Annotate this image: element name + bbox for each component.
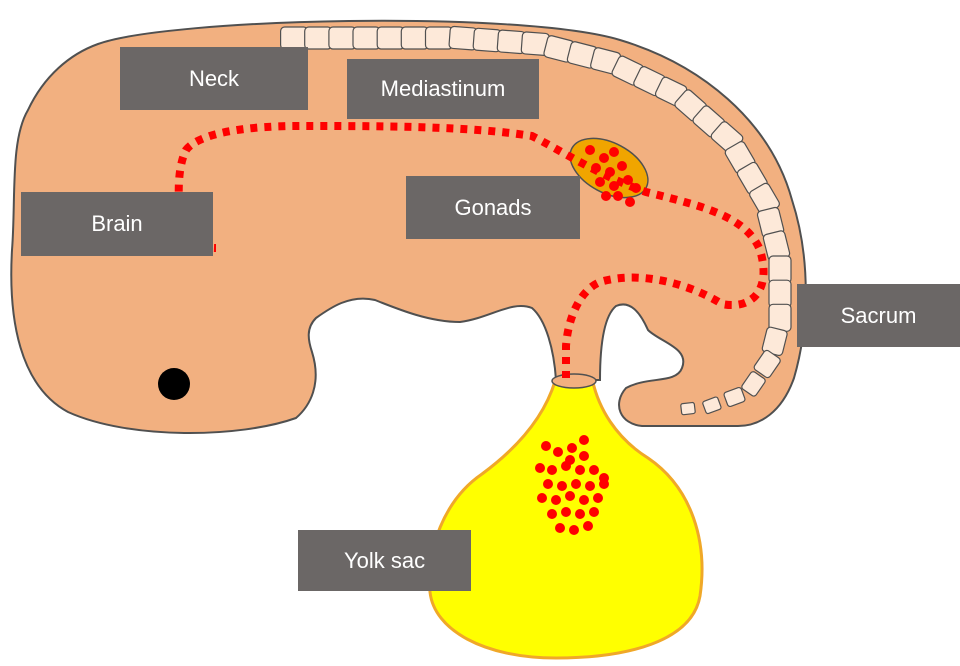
eye — [158, 368, 190, 400]
label-sacrum: Sacrum — [797, 284, 960, 347]
germ-cell — [547, 509, 557, 519]
germ-cell — [561, 507, 571, 517]
germ-cell — [599, 473, 609, 483]
vertebra — [401, 27, 428, 49]
germ-cell — [631, 183, 641, 193]
germ-cell — [551, 495, 561, 505]
germ-cell — [591, 163, 601, 173]
germ-cell — [541, 441, 551, 451]
germ-cell — [569, 525, 579, 535]
vertebra — [681, 402, 696, 415]
germ-cell — [601, 191, 611, 201]
germ-cell — [553, 447, 563, 457]
vertebra — [329, 27, 356, 49]
germ-cell — [537, 493, 547, 503]
germ-cell — [609, 181, 619, 191]
label-yolk-sac: Yolk sac — [298, 530, 471, 591]
germ-cell — [567, 443, 577, 453]
label-neck: Neck — [120, 47, 308, 110]
vertebra — [769, 256, 791, 283]
label-gonads: Gonads — [406, 176, 580, 239]
germ-cell — [599, 153, 609, 163]
vertebra — [281, 27, 308, 49]
germ-cell — [605, 167, 615, 177]
vertebra — [769, 280, 791, 307]
germ-cell — [593, 493, 603, 503]
germ-cell — [595, 177, 605, 187]
vertebra — [377, 27, 404, 49]
vertebra — [426, 27, 453, 49]
germ-cell — [585, 145, 595, 155]
germ-cell — [547, 465, 557, 475]
label-mediastinum: Mediastinum — [347, 59, 539, 119]
germ-cell — [543, 479, 553, 489]
germ-cell — [613, 191, 623, 201]
vertebra — [305, 27, 332, 49]
germ-cell — [625, 197, 635, 207]
germ-cell — [565, 455, 575, 465]
germ-cell — [535, 463, 545, 473]
germ-cell — [575, 465, 585, 475]
germ-cell — [571, 479, 581, 489]
germ-cell — [609, 147, 619, 157]
germ-cell — [579, 451, 589, 461]
germ-cell — [583, 521, 593, 531]
vertebra — [353, 27, 380, 49]
germ-cell — [589, 507, 599, 517]
germ-cell — [623, 175, 633, 185]
germ-cell — [579, 495, 589, 505]
germ-cell — [579, 435, 589, 445]
germ-cell — [589, 465, 599, 475]
germ-cell — [565, 491, 575, 501]
germ-cell — [557, 481, 567, 491]
germ-cell — [617, 161, 627, 171]
label-brain: Brain — [21, 192, 213, 256]
germ-cell — [585, 481, 595, 491]
germ-cell — [555, 523, 565, 533]
yolk-stalk-opening — [552, 374, 596, 388]
germ-cell — [575, 509, 585, 519]
